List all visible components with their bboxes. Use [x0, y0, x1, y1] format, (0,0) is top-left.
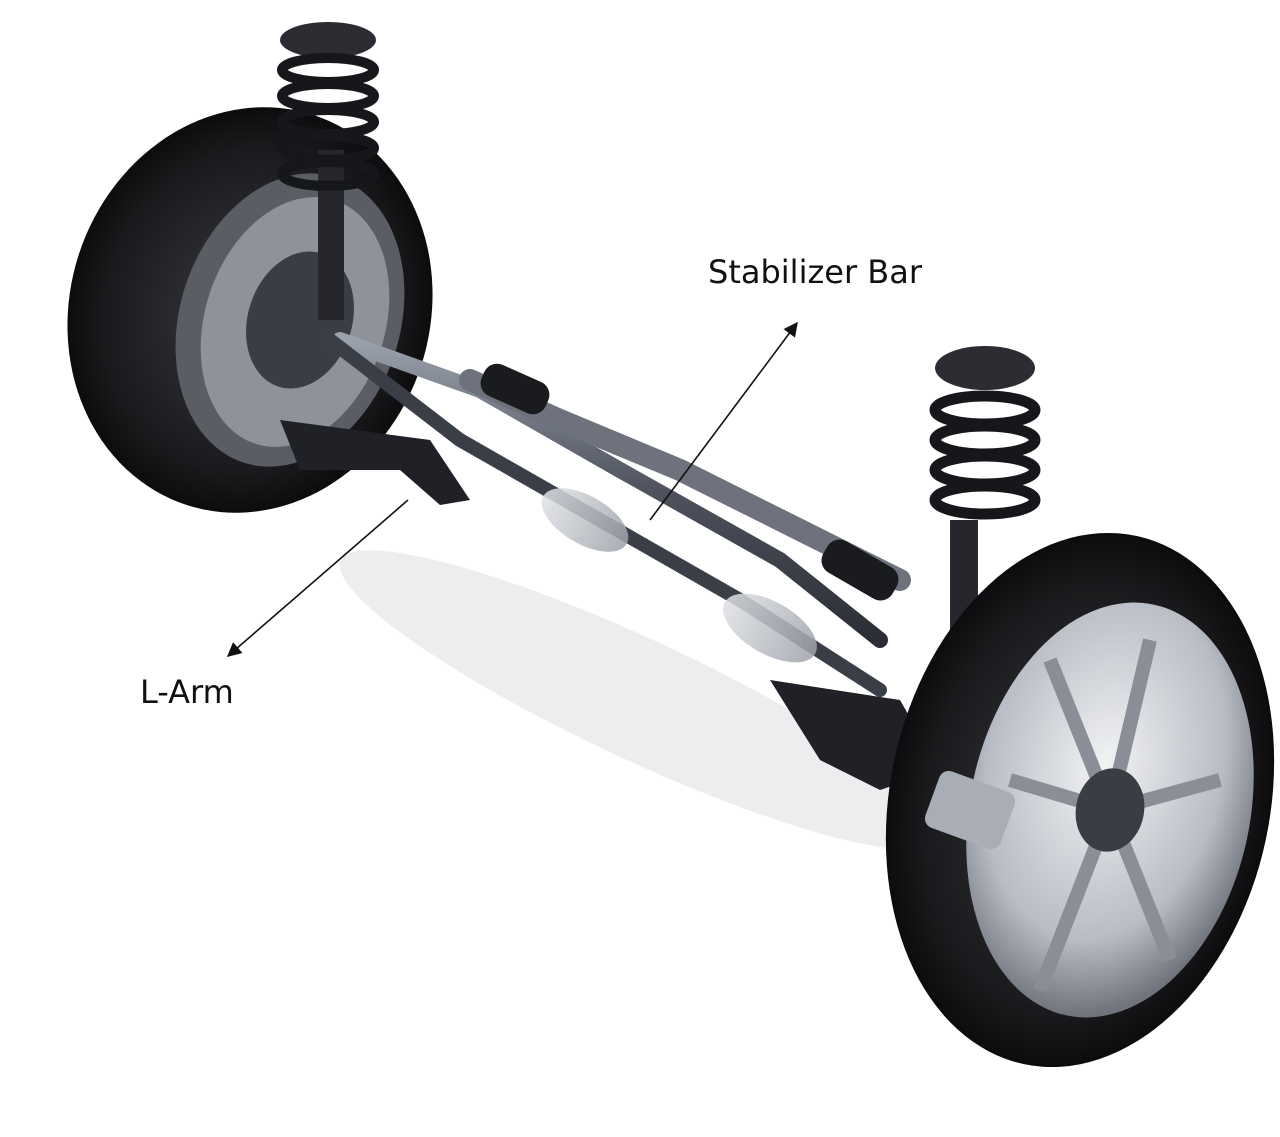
- steering-boot-right: [821, 539, 899, 601]
- cv-boot-center: [541, 488, 817, 663]
- stabilizer-bar-label: Stabilizer Bar: [708, 253, 922, 291]
- floor-reflection: [339, 550, 941, 850]
- right-wheel: [885, 532, 1275, 1068]
- l-arm-left: [280, 420, 470, 505]
- brake-caliper: [924, 770, 1016, 850]
- stabilizer-bar-leader-line: [649, 321, 798, 521]
- left-strut: [277, 22, 379, 320]
- l-arm-leader-line: [226, 499, 409, 657]
- stabilizer-bar: [332, 332, 888, 648]
- left-wheel: [67, 107, 433, 513]
- l-arm-label: L-Arm: [140, 673, 234, 711]
- steering-boot-left: [480, 363, 550, 415]
